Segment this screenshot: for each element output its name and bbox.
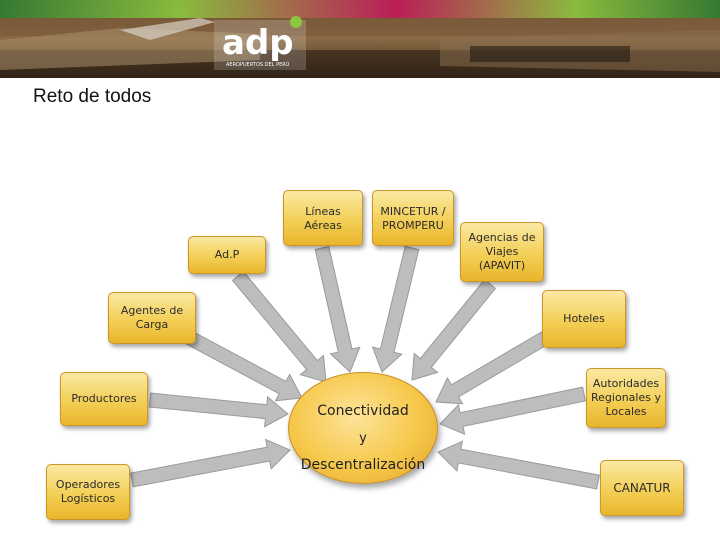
arrow-adp [231, 270, 327, 383]
slide-title: Reto de todos [33, 86, 152, 107]
center-line-3: Descentralización [300, 457, 426, 473]
logo-text: adp [222, 23, 294, 63]
node-canatur: CANATUR [600, 460, 684, 516]
node-autoridades: Autoridades Regionales y Locales [586, 368, 666, 428]
node-hoteles: Hoteles [542, 290, 626, 348]
node-adp: Ad.P [188, 236, 266, 274]
arrow-agencias [411, 278, 497, 381]
arrow-operadores [130, 438, 291, 488]
arrow-lineas-aereas [314, 245, 361, 373]
node-agencias: Agencias de Viajes (APAVIT) [460, 222, 544, 282]
center-node: Conectividad y Descentralización [288, 372, 438, 484]
node-agentes-carga: Agentes de Carga [108, 292, 196, 344]
node-mincetur: MINCETUR / PROMPERU [372, 190, 454, 246]
center-line-1: Conectividad [317, 403, 409, 419]
node-productores: Productores [60, 372, 148, 426]
logo-subtext: AEROPUERTOS DEL PERÚ [226, 61, 290, 68]
header-banner: adp AEROPUERTOS DEL PERÚ [0, 0, 720, 78]
arrow-hoteles [435, 331, 550, 405]
node-lineas-aereas: Líneas Aéreas [283, 190, 363, 246]
arrow-mincetur [371, 245, 420, 373]
arrow-agentes-carga [186, 331, 303, 402]
node-operadores: Operadores Logísticos [46, 464, 130, 520]
adp-logo: adp AEROPUERTOS DEL PERÚ [222, 16, 302, 68]
arrow-autoridades [439, 386, 586, 436]
arrow-productores [148, 392, 289, 428]
arrow-canatur [437, 440, 600, 490]
center-line-2: y [359, 431, 367, 446]
